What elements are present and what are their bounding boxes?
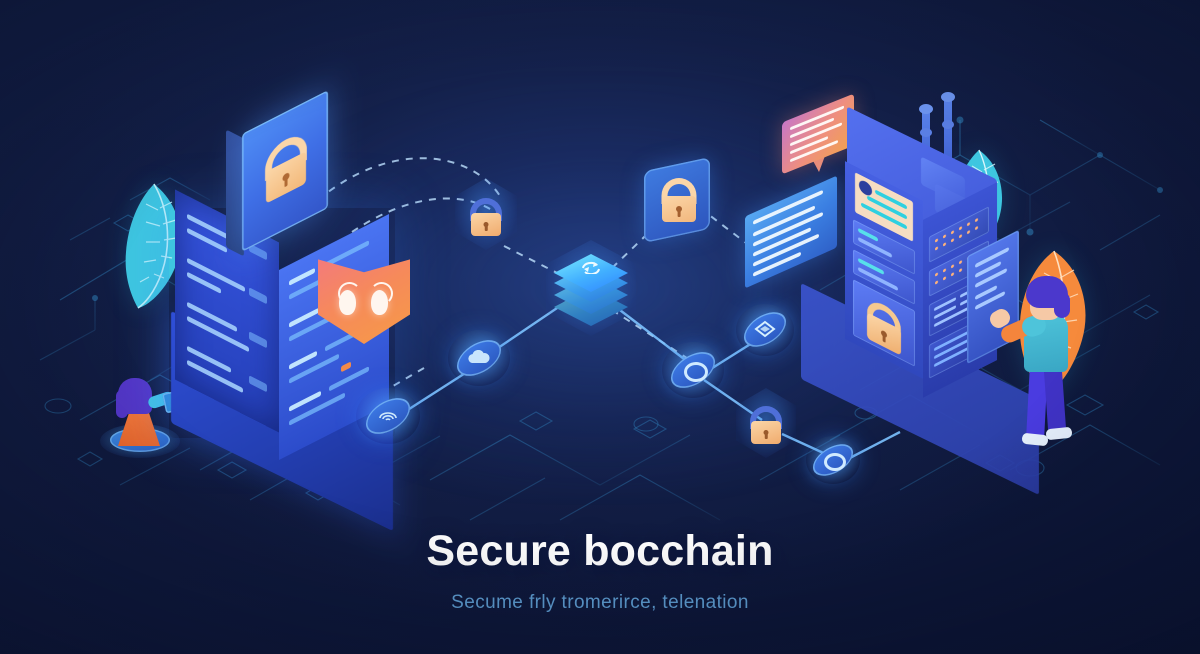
illustration-canvas: Secure bocchain Secume frly tromerirce, … [0,0,1200,654]
vignette-overlay [0,0,1200,654]
